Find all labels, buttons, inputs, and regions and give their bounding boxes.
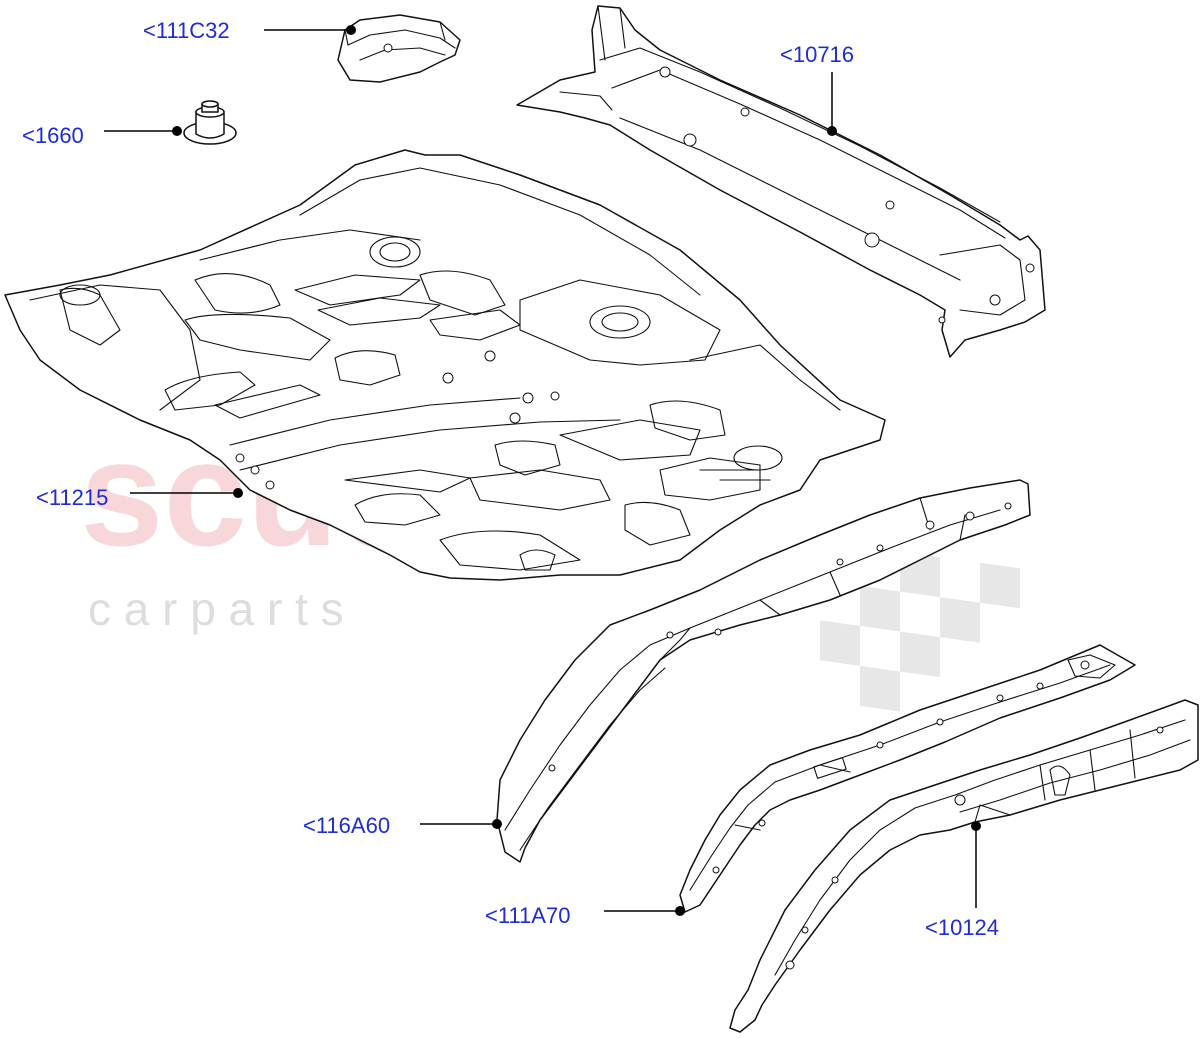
leader-dot-111a70 — [675, 906, 685, 916]
callout-1660: <1660 — [22, 123, 182, 148]
callout-11215: <11215 — [36, 485, 243, 510]
watermark-tagline: c a r p a r t s — [88, 583, 344, 635]
leader-dot-10716 — [827, 126, 837, 136]
callout-111c32: <111C32 — [143, 18, 356, 43]
callout-10716: <10716 — [780, 42, 854, 136]
callout-111a70: <111A70 — [485, 903, 685, 928]
callout-label-111c32: <111C32 — [143, 18, 230, 43]
part-111c32-bracket — [337, 14, 461, 83]
part-1660-stud — [183, 100, 237, 145]
callout-116a60: <116A60 — [303, 813, 502, 838]
part-111a70-reinforcement — [679, 644, 1136, 913]
callout-label-11215: <11215 — [36, 485, 108, 510]
part-116a60-side-rail — [496, 479, 1031, 863]
part-11215-floor-panel — [4, 149, 886, 581]
leader-dot-11215 — [233, 488, 243, 498]
callout-10124: <10124 — [925, 821, 999, 940]
callout-label-111a70: <111A70 — [485, 903, 570, 928]
leader-dot-1660 — [172, 126, 182, 136]
callout-label-1660: <1660 — [22, 123, 84, 148]
leader-dot-111c32 — [346, 25, 356, 35]
callout-label-10124: <10124 — [925, 915, 999, 940]
part-10124-side-member — [729, 699, 1199, 1033]
callout-label-116a60: <116A60 — [303, 813, 390, 838]
part-10716-cross-member — [516, 5, 1046, 358]
leader-dot-10124 — [971, 821, 981, 831]
leader-dot-116a60 — [492, 819, 502, 829]
callout-label-10716: <10716 — [780, 42, 854, 67]
